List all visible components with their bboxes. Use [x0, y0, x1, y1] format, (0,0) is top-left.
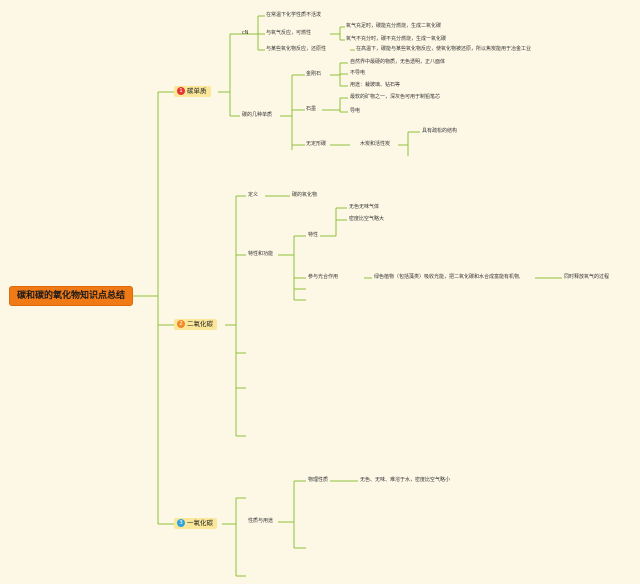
node-diamond-conduct[interactable]: 不导电 — [350, 70, 366, 76]
node-chem-property[interactable]: cN — [242, 30, 249, 36]
number-badge: 2 — [177, 320, 185, 328]
branch-label: 一氧化碳 — [187, 519, 213, 527]
node-charcoal[interactable]: 木炭和活性炭 — [360, 141, 391, 147]
node-photosynthesis-desc[interactable]: 绿色植物（包括藻类）吸收光能，把二氧化碳和水合成富能有机物, — [374, 274, 521, 280]
node-photosynthesis[interactable]: 参与光合作用 — [308, 274, 339, 280]
node-definition[interactable]: 定义 — [248, 192, 259, 198]
node-diamond-use[interactable]: 用途：裁玻璃、钻石等 — [350, 82, 401, 88]
node-oxygen-reaction[interactable]: 与氧气反应，可燃性 — [266, 30, 312, 36]
node-release-oxygen[interactable]: 同时释放氧气的过程 — [564, 274, 610, 280]
number-badge: 1 — [177, 87, 185, 95]
node-density[interactable]: 密度比空气略大 — [349, 216, 385, 222]
node-amorphous-carbon[interactable]: 无定形碳 — [306, 141, 327, 147]
node-oxygen-sufficient[interactable]: 氧气充足时，碳能充分燃烧，生成二氧化碳 — [346, 23, 442, 29]
node-porous-structure[interactable]: 具有疏松的结构 — [422, 128, 458, 134]
branch-label: 二氧化碳 — [187, 320, 213, 328]
node-diamond-hardness[interactable]: 自然界中最硬的物质，无色透明，正八面体 — [350, 59, 446, 65]
node-graphite-conduct[interactable]: 导电 — [350, 108, 361, 114]
node-nature[interactable]: 特性 — [308, 232, 319, 238]
node-reduction[interactable]: 与某些氧化物反应，还原性 — [266, 46, 327, 52]
node-reduction-desc[interactable]: 在高温下，碳能与某些氧化物反应，使氧化物被还原，所以焦炭能用于冶金工业 — [356, 46, 532, 52]
node-stable[interactable]: 在常温下化学性质不活泼 — [266, 12, 322, 18]
node-properties[interactable]: 特性和功能 — [248, 251, 274, 257]
node-properties-uses[interactable]: 性质与用途 — [248, 518, 274, 524]
node-oxygen-insufficient[interactable]: 氧气不充分时，碳不充分燃烧，生成一氧化碳 — [346, 36, 447, 42]
node-diamond[interactable]: 金刚石 — [306, 71, 322, 77]
node-graphite[interactable]: 石墨 — [306, 106, 317, 112]
node-colorless-gas[interactable]: 无色无味气体 — [349, 204, 380, 210]
node-several-elements[interactable]: 碳的几种单质 — [242, 112, 273, 118]
node-physical-properties[interactable]: 物理性质 — [308, 477, 329, 483]
node-graphite-softness[interactable]: 最软的矿物之一，深灰色可用于制铅笔芯 — [350, 94, 441, 100]
root-topic[interactable]: 碳和碳的氧化物知识点总结 — [10, 287, 132, 305]
node-physical-value[interactable]: 无色、无味、难溶于水，密度比空气略小 — [360, 477, 451, 483]
number-badge: 3 — [177, 519, 185, 527]
branch-label: 碳单质 — [187, 87, 207, 95]
node-definition-value[interactable]: 碳的氧化物 — [292, 192, 318, 198]
